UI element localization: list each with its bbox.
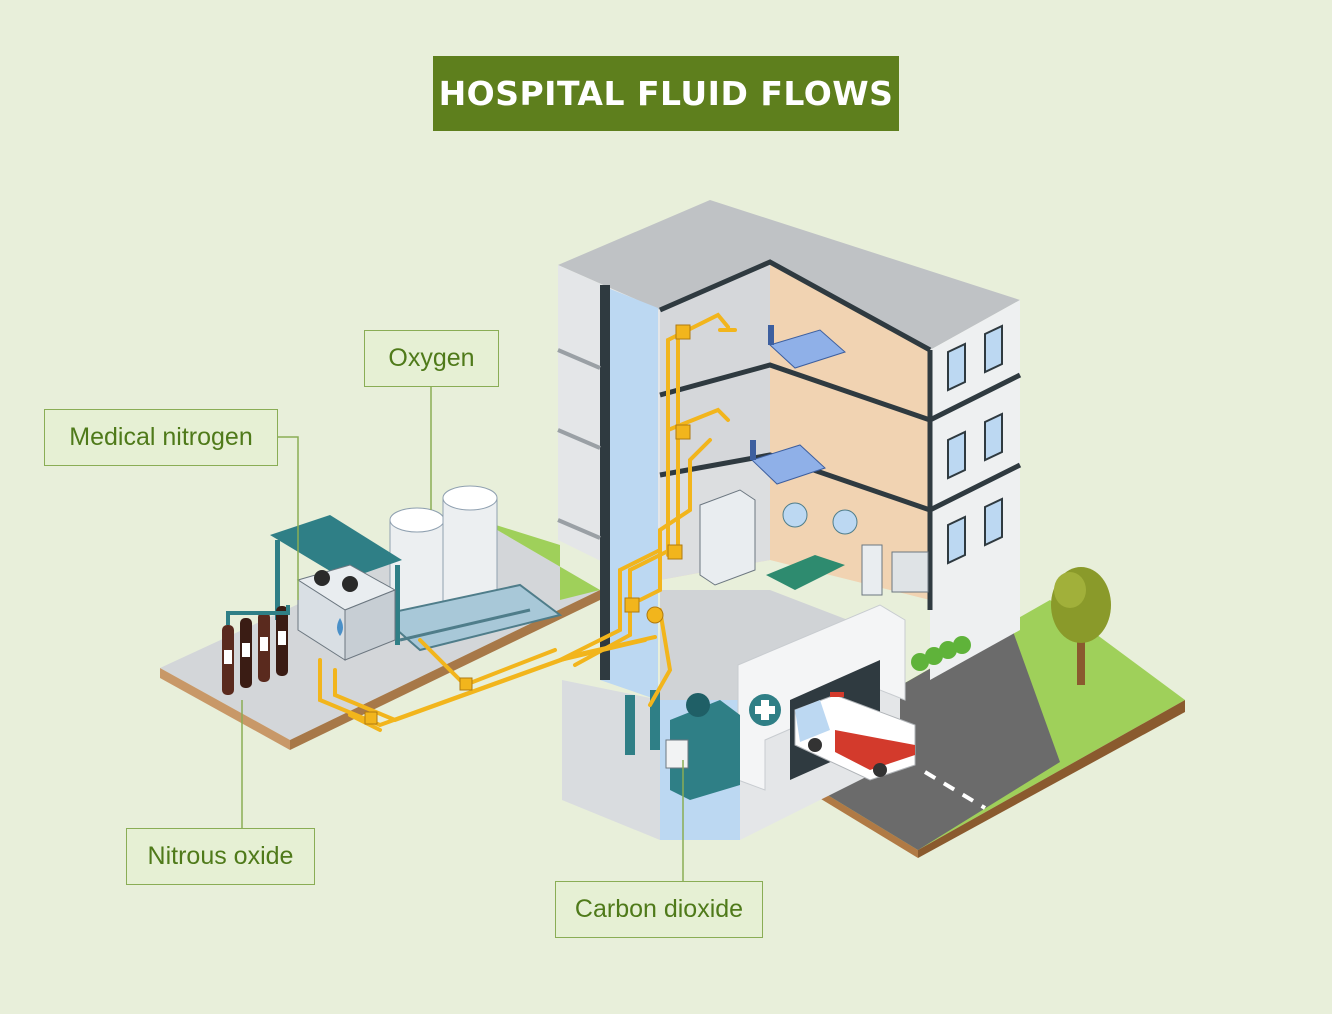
hospital-bed-icon xyxy=(750,325,846,485)
gas-manifold-unit xyxy=(270,515,402,661)
bushes xyxy=(911,636,971,671)
co2-equipment xyxy=(625,690,740,800)
ambulance-icon xyxy=(794,692,916,781)
storage-tank-icon xyxy=(377,485,563,652)
operating-room xyxy=(699,489,929,596)
label-oxygen: Oxygen xyxy=(364,330,499,387)
pipe-valves xyxy=(364,324,691,725)
label-nitrous-oxide: Nitrous oxide xyxy=(126,828,315,885)
page-title: HOSPITAL FLUID FLOWS xyxy=(433,56,899,131)
label-carbon-dioxide: Carbon dioxide xyxy=(555,881,763,938)
tree-icon xyxy=(1051,567,1111,685)
gas-cylinder-icon xyxy=(222,605,290,695)
label-medical-nitrogen: Medical nitrogen xyxy=(44,409,278,466)
leader-lines xyxy=(241,387,684,881)
